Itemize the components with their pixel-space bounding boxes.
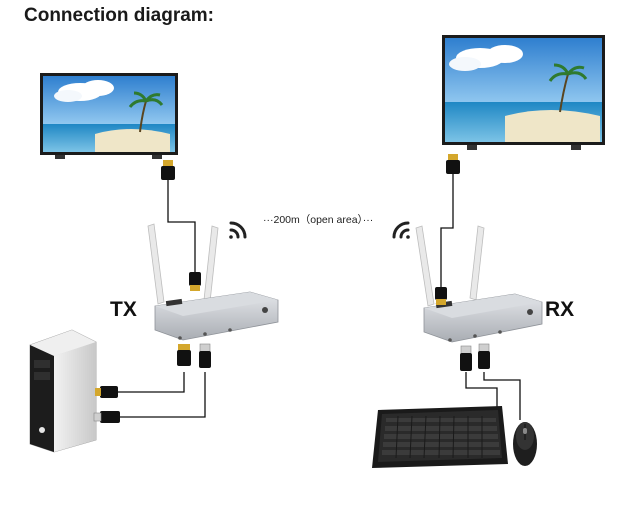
tv-left-screen <box>43 76 175 152</box>
rx-label: RX <box>545 298 575 321</box>
tv-right-screen <box>445 38 602 142</box>
usb-cable-rx-keyboard <box>465 372 498 408</box>
hdmi-cable-pc-tx <box>118 372 185 393</box>
hdmi-plug-tv-right <box>446 154 460 174</box>
page-title: Connection diagram: <box>24 5 215 26</box>
wifi-signal-icon <box>229 221 247 239</box>
hdmi-cable-tv-rx <box>440 172 454 287</box>
keyboard <box>372 406 508 468</box>
hdmi-cable-tv-tx <box>167 178 196 272</box>
cables <box>118 172 521 420</box>
tx-device <box>147 223 279 368</box>
tv-right <box>442 35 605 150</box>
pc-tower <box>29 329 120 453</box>
rx-device <box>415 225 543 371</box>
hdmi-plug-tv-left <box>161 160 175 180</box>
tv-left <box>40 73 178 159</box>
wifi-signal-icon <box>392 221 410 239</box>
tx-label: TX <box>110 298 137 321</box>
mouse <box>513 422 537 466</box>
usb-cable-pc-tx <box>120 372 206 418</box>
usb-cable-rx-mouse <box>483 372 521 420</box>
distance-label: ···200m（open area）··· <box>263 214 374 226</box>
